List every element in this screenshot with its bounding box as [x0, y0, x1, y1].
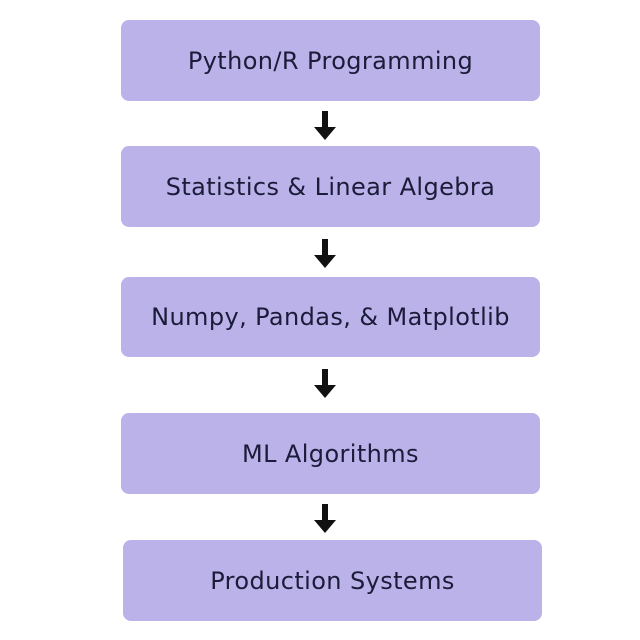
arrow-down-icon: [314, 504, 336, 533]
step-label: Python/R Programming: [187, 46, 474, 75]
step-numpy-pandas-matplotlib: Numpy, Pandas, & Matplotlib: [121, 277, 540, 357]
step-label: Statistics & Linear Algebra: [165, 172, 496, 201]
step-label: Numpy, Pandas, & Matplotlib: [151, 303, 510, 331]
arrow-down-icon: [314, 111, 336, 140]
arrow-down-icon: [314, 369, 336, 398]
step-ml-algorithms: ML Algorithms: [121, 413, 540, 494]
step-production-systems: Production Systems: [123, 540, 542, 621]
step-label: ML Algorithms: [242, 439, 419, 468]
step-statistics-linear-algebra: Statistics & Linear Algebra: [121, 146, 540, 227]
arrow-down-icon: [314, 239, 336, 268]
step-label: Production Systems: [210, 566, 455, 595]
step-python-r-programming: Python/R Programming: [121, 20, 540, 101]
